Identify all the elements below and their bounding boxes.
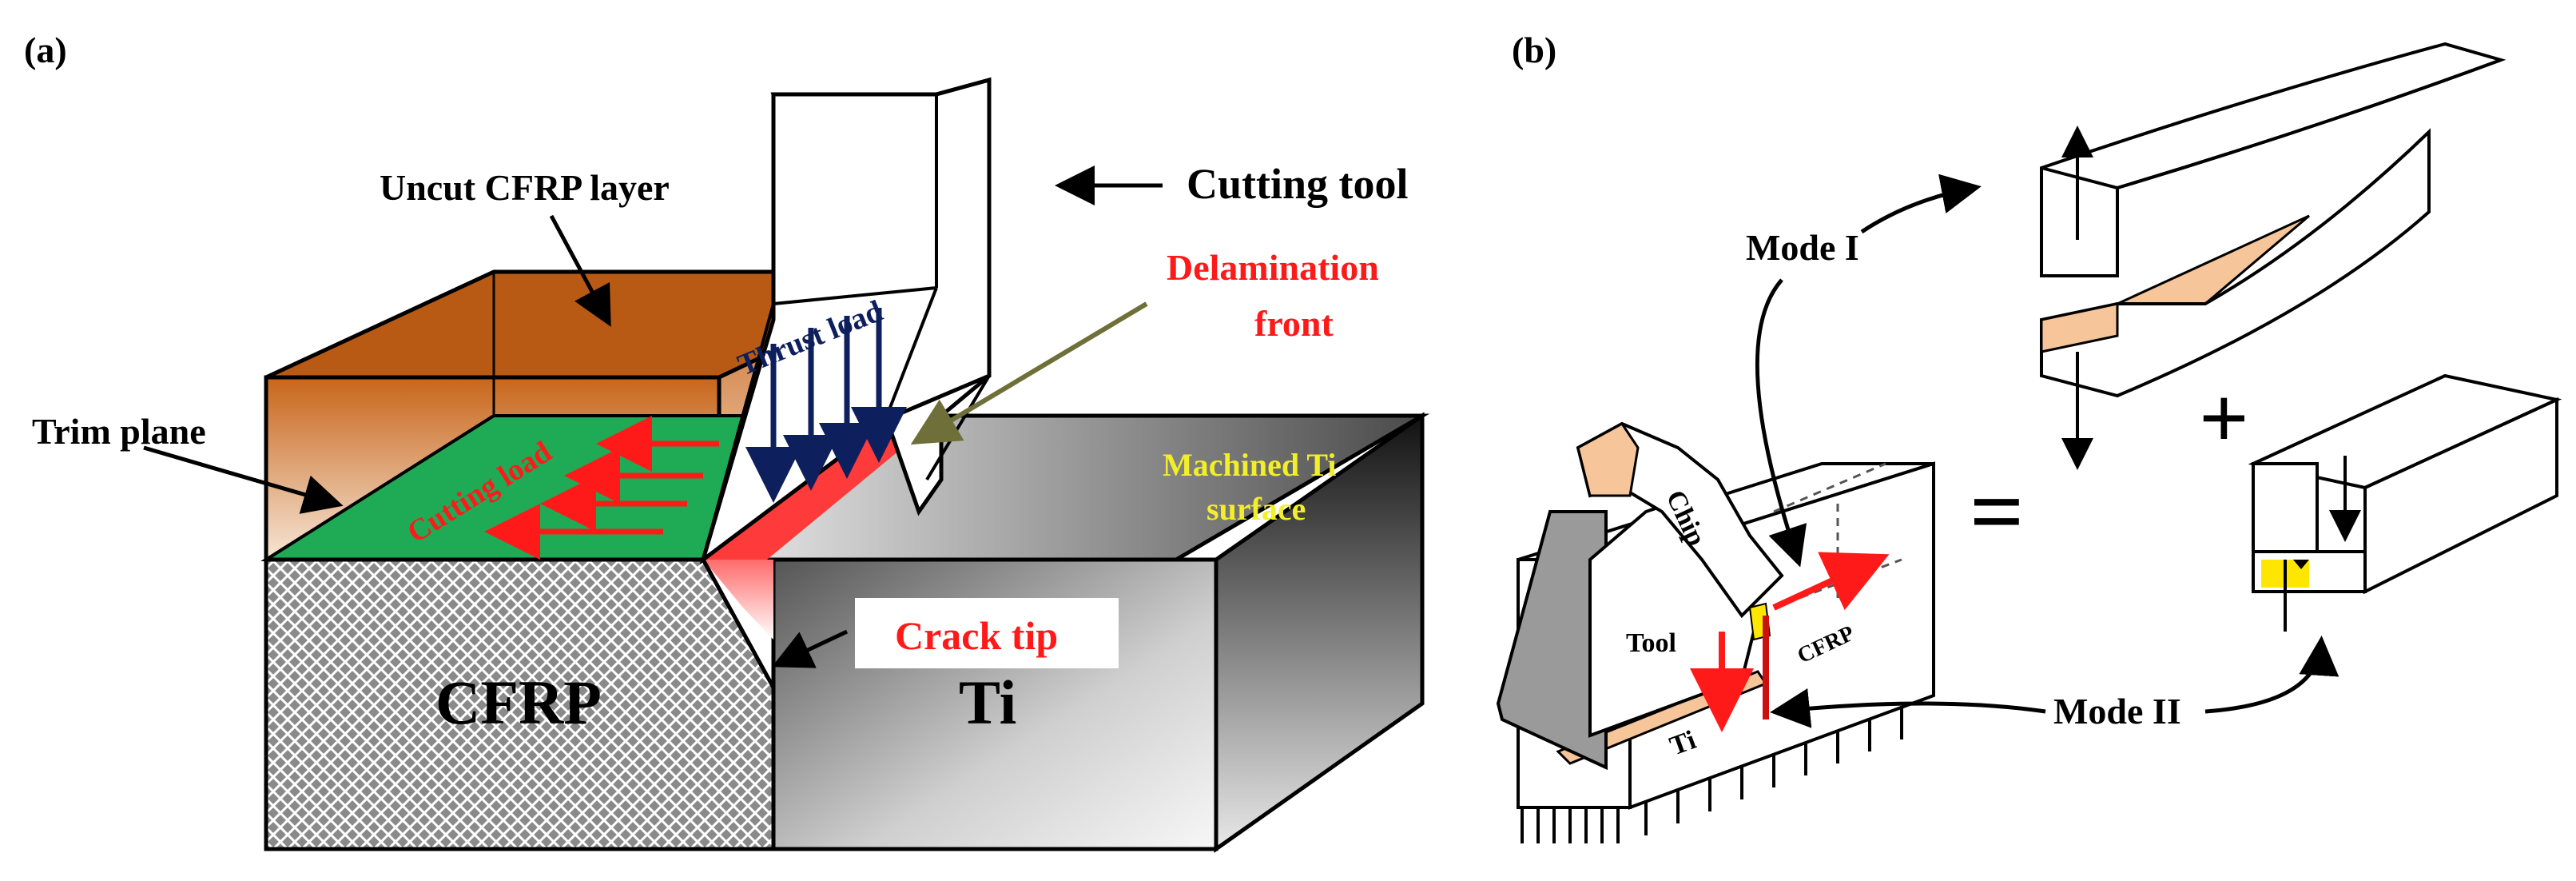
chip-peach	[1576, 422, 1640, 497]
mode-ii-specimen	[2248, 373, 2562, 632]
arrow-mode-ii-to-workpiece	[1770, 688, 2046, 728]
machined-ti-label-2: surface	[1207, 491, 1306, 527]
crack-tip-label: Crack tip	[895, 613, 1058, 658]
uncut-cfrp-layer-label: Uncut CFRP layer	[380, 167, 670, 208]
arrow-delamination-front	[910, 301, 1148, 445]
mode-ii-upper-front	[2252, 462, 2319, 553]
trim-plane-label: Trim plane	[32, 411, 206, 452]
equals-sign: =	[1970, 458, 2024, 564]
arrow-trim-plane	[143, 445, 344, 514]
panel-b-label: (b)	[1512, 30, 1556, 70]
mode-i-lower-body	[2040, 128, 2431, 398]
mode-i-lower-peach-face	[2040, 302, 2119, 353]
mode-i-upper-arm-top	[2041, 58, 2502, 190]
mode-ii-label: Mode II	[2053, 691, 2181, 732]
thrust-load-arrows	[745, 308, 907, 503]
cutting-tool-label: Cutting tool	[1187, 160, 1409, 208]
panel-b: (b)	[1496, 30, 2562, 843]
ti-label: Ti	[959, 668, 1016, 737]
cutting-load-arrows	[484, 416, 719, 560]
tool-edge-6	[773, 286, 937, 305]
arrow-crack-tip	[771, 629, 849, 668]
workpiece-assembly	[1496, 421, 1935, 843]
mode-i-label: Mode I	[1746, 227, 1859, 268]
crack-tip-box	[855, 598, 1119, 668]
delamination-front-label-1: Delamination	[1167, 247, 1379, 288]
mode-i-red-arrow	[1772, 552, 1890, 611]
mode-ii-black-wedge	[2293, 560, 2309, 569]
tool-edge-4	[702, 303, 775, 560]
tool-edge-2	[885, 287, 938, 417]
tool-label: Tool	[1626, 628, 1676, 658]
cfrp-label: CFRP	[435, 668, 602, 737]
arrow-mode-i-to-workpiece	[1755, 278, 1807, 568]
cfrp-front-face	[264, 557, 776, 851]
panel-a: (a) Uncut CFRP layer Cutting tool Delami…	[24, 30, 1430, 853]
arrow-mode-i-to-block	[1860, 173, 1982, 234]
crack-tip-region	[703, 560, 773, 640]
arrow-uncut-layer	[549, 214, 611, 327]
plus-sign: +	[2199, 369, 2249, 467]
fiber-ends	[1521, 706, 1903, 843]
machined-ti-label-1: Machined Ti	[1163, 447, 1336, 483]
panel-a-label: (a)	[24, 30, 67, 70]
arrow-mode-ii-to-block	[2204, 636, 2339, 714]
mode-i-specimen	[2040, 42, 2506, 470]
delamination-front-label-2: front	[1254, 303, 1334, 344]
